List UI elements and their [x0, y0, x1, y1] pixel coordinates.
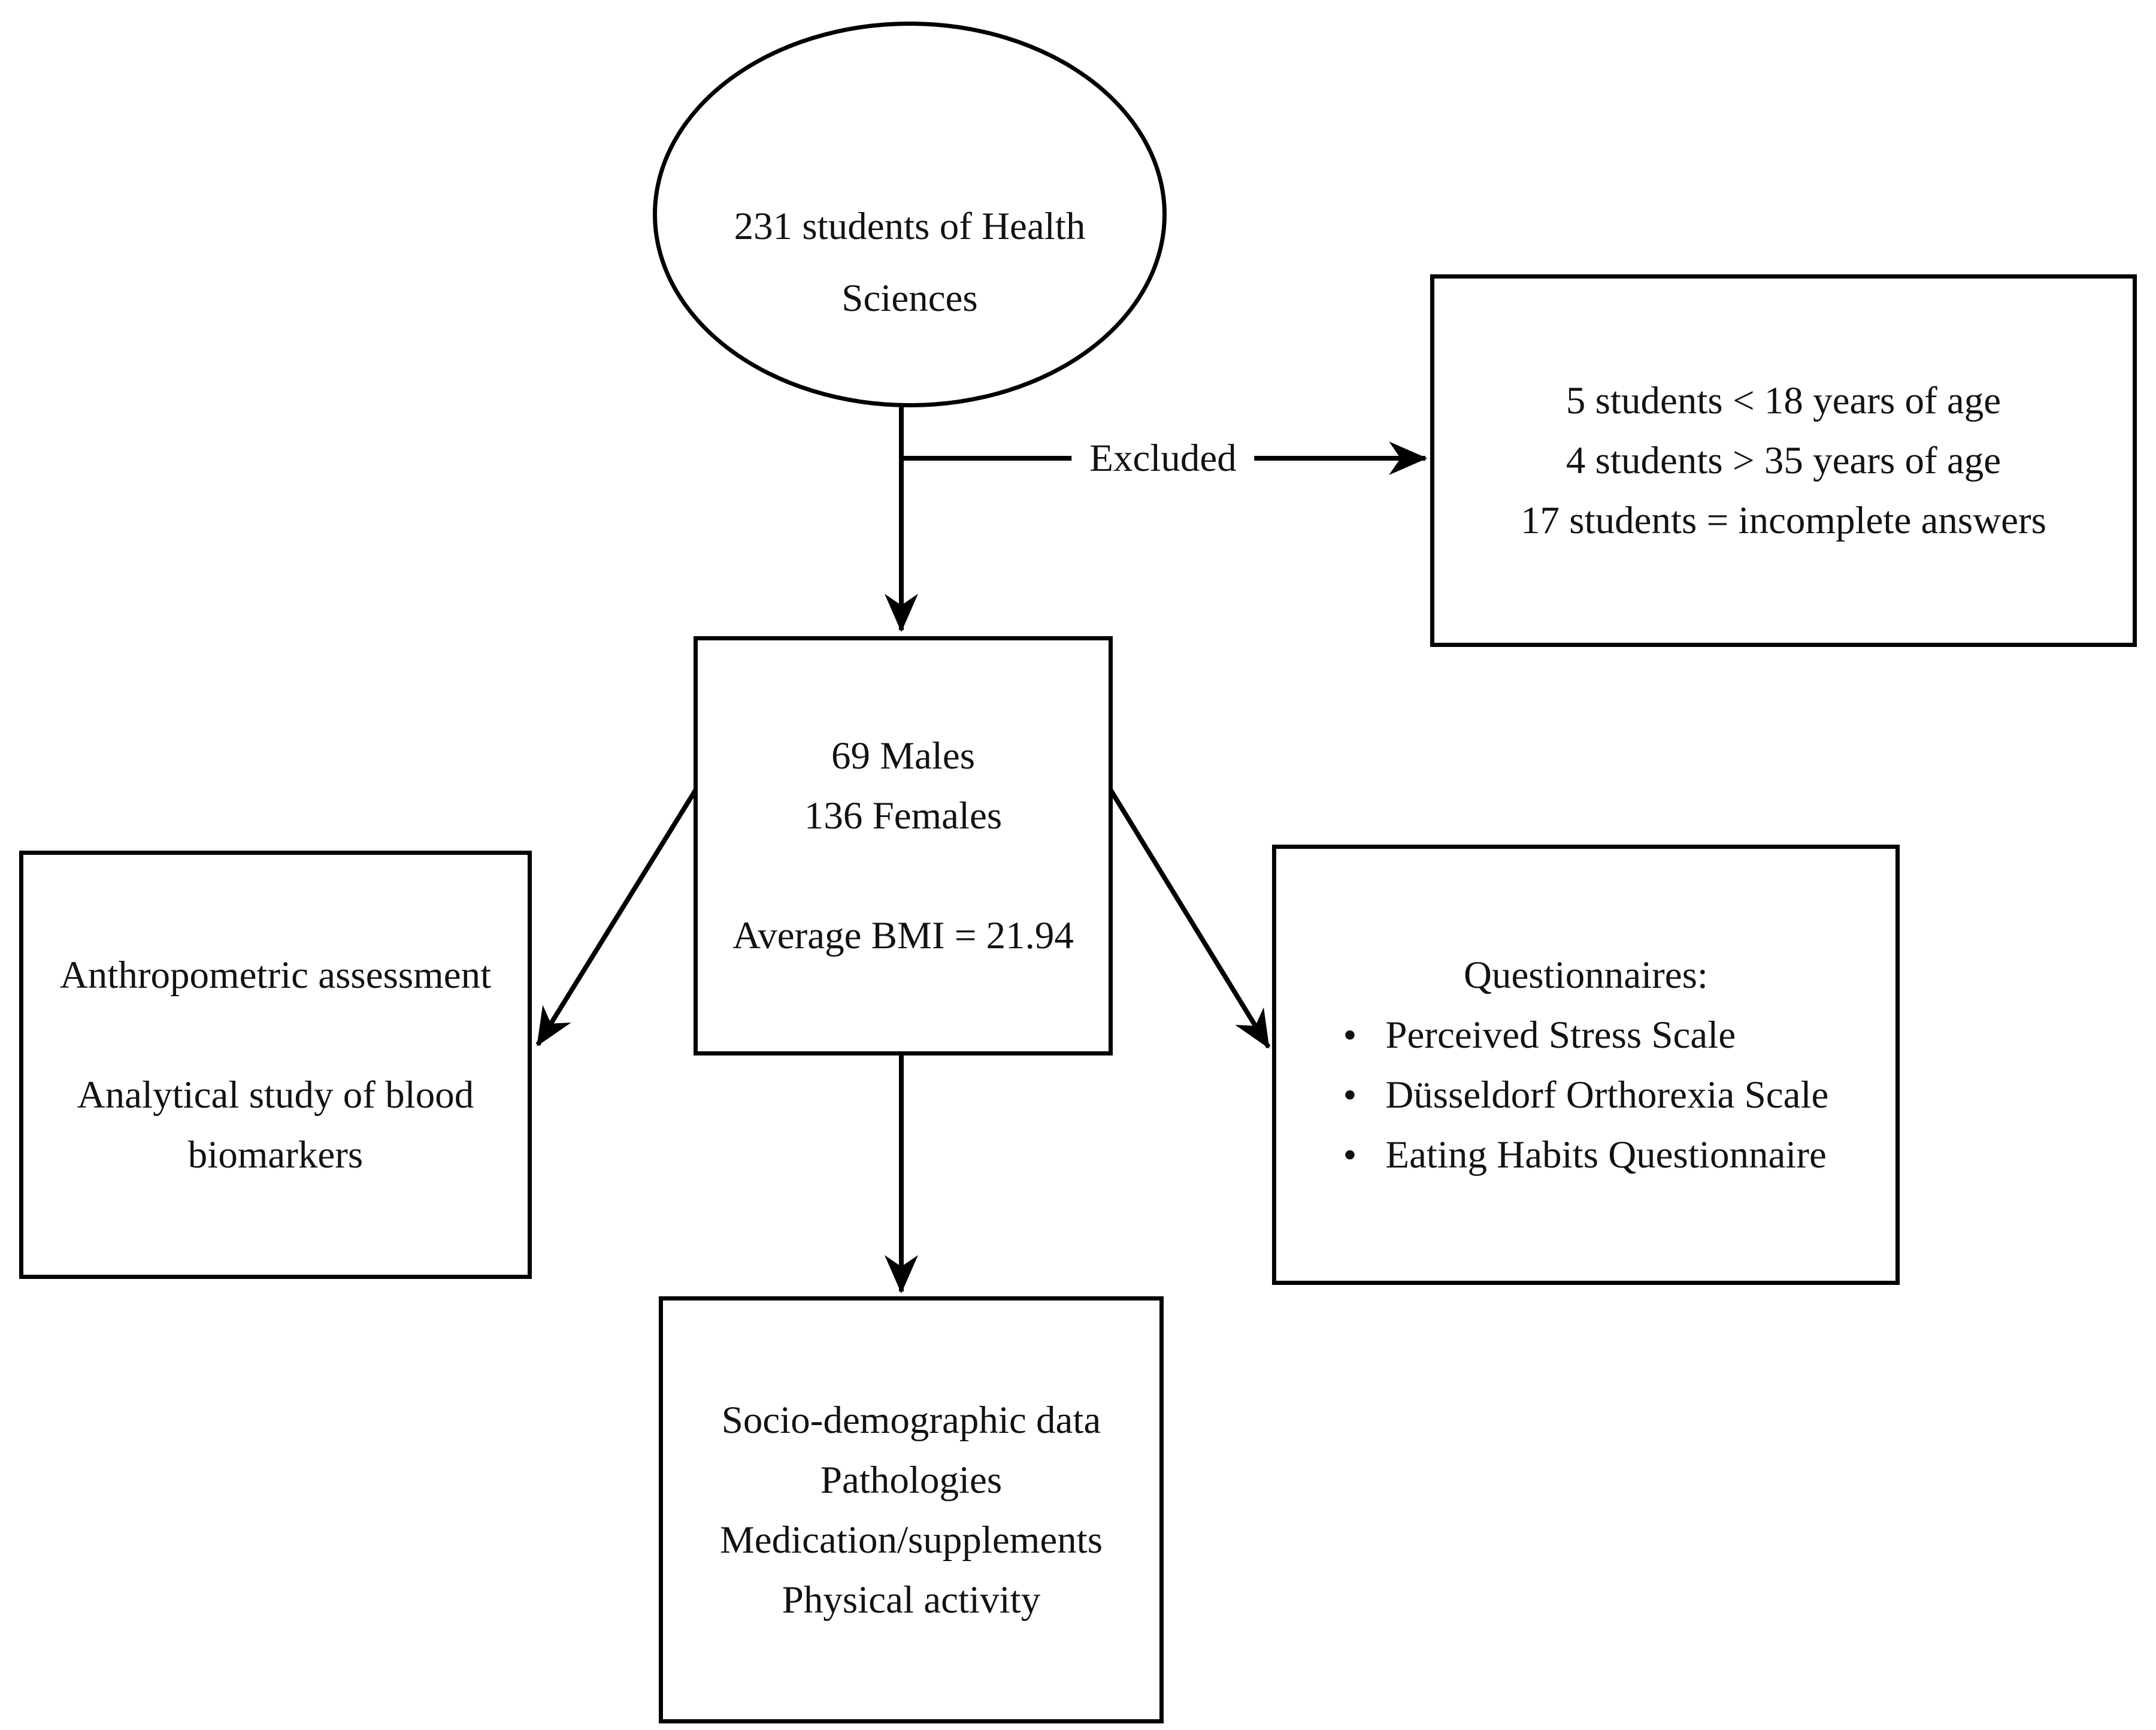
node-collected-data: Socio-demographic data Pathologies Medic…: [659, 1296, 1164, 1723]
bullet-icon: •: [1343, 1073, 1357, 1117]
data-text-line1: Socio-demographic data: [721, 1398, 1101, 1442]
excluded-reason-line1: 5 students < 18 years of age: [1565, 379, 2001, 422]
questionnaire-item-text: Perceived Stress Scale: [1385, 1013, 1736, 1057]
node-questionnaires: Questionnaires: • Perceived Stress Scale…: [1272, 845, 1900, 1285]
connector-sample-to-questionnaires: [1108, 788, 1271, 1049]
questionnaires-list: • Perceived Stress Scale • Düsseldorf Or…: [1343, 1005, 1829, 1185]
assessment-text-line1: Anthropometric assessment: [59, 953, 492, 997]
list-item: • Düsseldorf Orthorexia Scale: [1343, 1065, 1829, 1125]
node-excluded-students: 5 students < 18 years of age 4 students …: [1430, 274, 2137, 647]
questionnaires-heading: Questionnaires:: [1464, 953, 1708, 997]
sample-females-text: 136 Females: [804, 794, 1003, 837]
sample-bmi-text: Average BMI = 21.94: [732, 914, 1074, 957]
node-enrolled-students: 231 students of Health Sciences: [653, 22, 1167, 407]
enrolled-students-text-line2: Sciences: [841, 277, 978, 320]
bullet-icon: •: [1343, 1133, 1357, 1176]
excluded-label: Excluded: [1071, 428, 1255, 488]
sample-males-text: 69 Males: [831, 734, 976, 778]
data-text-line2: Pathologies: [820, 1458, 1003, 1502]
assessment-text-line2: Analytical study of blood biomarkers: [77, 1073, 474, 1176]
list-item: • Eating Habits Questionnaire: [1343, 1125, 1827, 1185]
questionnaire-item-text: Eating Habits Questionnaire: [1385, 1133, 1827, 1176]
data-text-line3: Medication/supplements: [719, 1518, 1103, 1562]
bullet-icon: •: [1343, 1013, 1357, 1057]
questionnaire-item-text: Düsseldorf Orthorexia Scale: [1385, 1073, 1829, 1117]
connector-sample-to-assessment: [535, 788, 698, 1047]
node-anthropometric-assessment: Anthropometric assessment Analytical stu…: [19, 851, 532, 1279]
excluded-reason-line3: 17 students = incomplete answers: [1521, 499, 2046, 542]
excluded-reason-line2: 4 students > 35 years of age: [1565, 439, 2001, 482]
data-text-line4: Physical activity: [782, 1578, 1041, 1622]
node-final-sample: 69 Males 136 Females Average BMI = 21.94: [694, 636, 1113, 1055]
list-item: • Perceived Stress Scale: [1343, 1005, 1736, 1065]
enrolled-students-text-line1: 231 students of Health: [734, 205, 1086, 248]
